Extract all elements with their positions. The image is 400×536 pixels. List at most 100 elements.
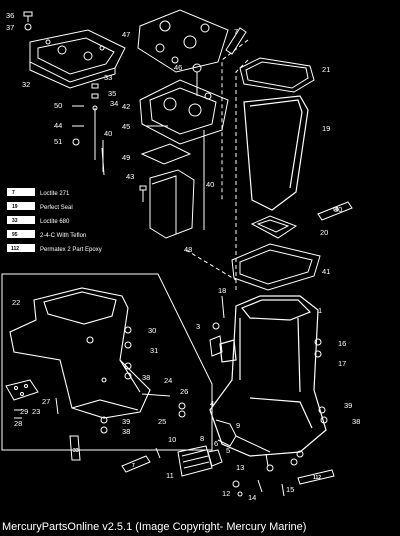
legend-code: 33 xyxy=(12,218,18,224)
legend-row: 33 Loctite 680 xyxy=(7,216,70,225)
part-19-exhaust-tube xyxy=(243,95,309,211)
callout-label: 32 xyxy=(22,80,30,89)
callout-label: 20 xyxy=(320,228,328,237)
callout-label: 15 xyxy=(286,485,294,494)
callout-label: 49 xyxy=(122,153,130,162)
callout-label: 29 xyxy=(20,407,28,416)
callout-label: 3 xyxy=(196,322,200,331)
legend-code: 19 xyxy=(12,204,18,210)
part-13-trim-sender xyxy=(177,445,213,477)
image-caption: MercuryPartsOnline v2.5.1 (Image Copyrig… xyxy=(2,521,307,533)
part-small-screws-bottom xyxy=(155,447,304,497)
callout-label: 23 xyxy=(32,407,40,416)
tube-part-7-top xyxy=(225,27,247,55)
callout-label: 14 xyxy=(248,493,256,502)
part-32-adapter-plate xyxy=(29,29,126,89)
legend-row: 95 2-4-C With Teflon xyxy=(7,230,86,239)
callout-label: 27 xyxy=(42,397,50,406)
callout-label: 46 xyxy=(174,63,182,72)
callout-label: 1 xyxy=(318,306,322,315)
legend-code: 7 xyxy=(12,190,15,196)
part-23-anode-screw xyxy=(14,397,59,419)
callout-label: 44 xyxy=(54,121,62,130)
legend-label: Perfect Seal xyxy=(40,205,73,211)
callout-label: 48 xyxy=(184,245,192,254)
callout-label: 39 xyxy=(344,401,352,410)
part-47-gasket xyxy=(137,9,229,73)
callout-label: 9 xyxy=(236,421,240,430)
callout-label: 6 xyxy=(214,439,218,448)
callout-label: 16 xyxy=(338,339,346,348)
legend-row: 112 Permatex 2 Part Epoxy xyxy=(7,244,102,253)
callout-label: 11 xyxy=(166,471,174,480)
tube-part-95 xyxy=(317,201,353,221)
part-30-31-fasteners xyxy=(100,326,186,434)
callout-label: 30 xyxy=(334,205,342,214)
sealant-legend: 7 Loctite 271 19 Perfect Seal 33 Loctite… xyxy=(7,188,102,253)
legend-code: 95 xyxy=(12,232,18,238)
part-16-17-fasteners xyxy=(314,338,328,424)
callout-label: 17 xyxy=(338,359,346,368)
part-18-screw xyxy=(221,295,225,319)
part-24-rod xyxy=(141,393,171,397)
callout-label: 10 xyxy=(168,435,176,444)
part-36-37-bolts xyxy=(23,11,33,31)
legend-row: 19 Perfect Seal xyxy=(7,202,73,211)
part-40-tubes xyxy=(101,130,205,230)
part-43-screw xyxy=(139,185,147,202)
callout-label: 95 xyxy=(333,207,339,213)
callout-label: 18 xyxy=(218,286,226,295)
callout-label: 40 xyxy=(104,129,112,138)
tube-part-7-bottom xyxy=(121,455,151,473)
part-3-fitting xyxy=(209,322,223,357)
callout-label: 19 xyxy=(322,124,330,133)
callout-label: 51 xyxy=(54,137,62,146)
callout-label: 45 xyxy=(122,122,130,131)
part-6-connector xyxy=(207,449,223,467)
callout-label: 38 xyxy=(352,417,360,426)
callout-label: 7 xyxy=(132,463,135,469)
callout-label: 42 xyxy=(122,102,130,111)
callout-label: 26 xyxy=(180,387,188,396)
callout-label: 30 xyxy=(148,326,156,335)
callout-label: 31 xyxy=(150,346,158,355)
tube-part-112 xyxy=(297,469,335,485)
legend-label: Permatex 2 Part Epoxy xyxy=(40,247,102,253)
part-1-driveshaft-housing xyxy=(209,295,327,457)
part-42-exhaust-plate xyxy=(139,79,229,145)
callout-label: 24 xyxy=(164,376,172,385)
callout-label: 40 xyxy=(206,180,214,189)
callout-label: 8 xyxy=(200,434,204,443)
callout-label: 22 xyxy=(12,298,20,307)
part-41-gasket xyxy=(231,243,321,291)
callout-label: 34 xyxy=(110,99,118,108)
legend-label: Loctite 271 xyxy=(40,191,70,197)
callout-label: 33 xyxy=(104,73,112,82)
part-small-fasteners xyxy=(72,63,202,172)
legend-label: 2-4-C With Teflon xyxy=(40,233,86,239)
callout-label: 38 xyxy=(122,427,130,436)
callout-label: 13 xyxy=(236,463,244,472)
callout-label: 41 xyxy=(322,267,330,276)
callout-label: 47 xyxy=(122,30,130,39)
exploded-parts-diagram: 7 Loctite 271 19 Perfect Seal 33 Loctite… xyxy=(1,9,360,502)
part-27-plate xyxy=(5,379,39,401)
part-22-driveshaft-housing xyxy=(9,287,151,419)
legend-code: 112 xyxy=(11,246,19,252)
callout-label: 33 xyxy=(73,448,79,454)
callout-label: 7 xyxy=(234,27,238,36)
dashed-assembly-outline xyxy=(185,39,249,290)
callout-labels: 3 6 37 47 32 33 35 34 46 21 50 42 44 45 1… xyxy=(6,11,360,502)
part-21-gasket xyxy=(239,57,315,93)
callout-label: 50 xyxy=(54,101,62,110)
callout-label: 21 xyxy=(322,65,330,74)
callout-label: 37 xyxy=(6,23,14,32)
callout-label: 5 xyxy=(226,446,230,455)
callout-label: 38 xyxy=(142,373,150,382)
part-48-housing xyxy=(149,169,195,239)
legend-label: Loctite 680 xyxy=(40,219,70,225)
callout-label: 112 xyxy=(313,475,321,481)
part-20-seal xyxy=(250,215,298,239)
callout-label: 28 xyxy=(14,419,22,428)
callout-label: 35 xyxy=(108,89,116,98)
